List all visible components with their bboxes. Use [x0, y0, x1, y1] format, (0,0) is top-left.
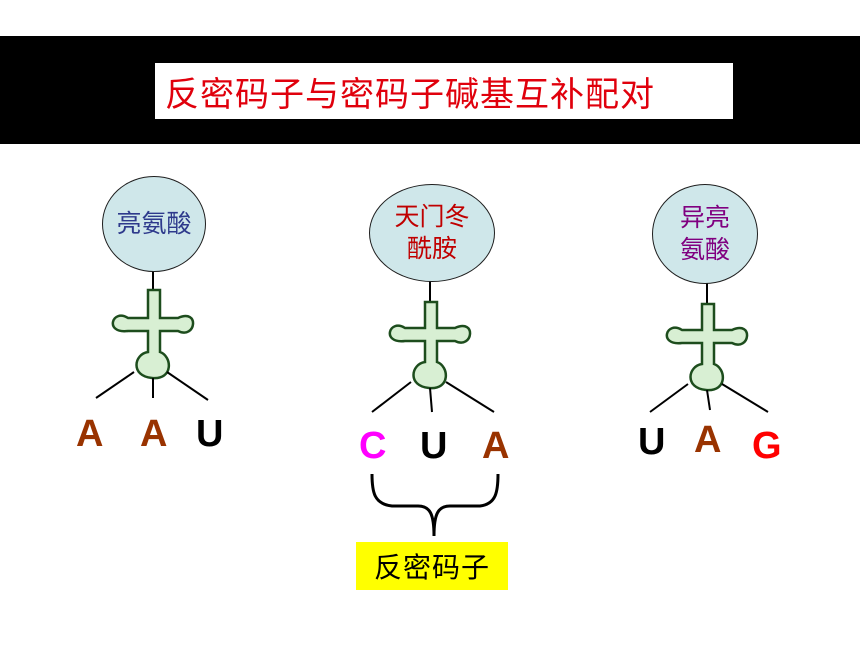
base-3-2: A — [694, 419, 722, 461]
base-1-1: A — [76, 413, 104, 455]
amino-acid-bubble-1: 亮氨酸 — [102, 176, 206, 272]
amino-acid-label-2a: 天门冬 — [394, 202, 470, 231]
base-1-3: U — [196, 413, 224, 455]
amino-acid-bubble-2: 天门冬 酰胺 — [369, 184, 495, 282]
amino-acid-bubble-3: 异亮 氨酸 — [652, 184, 758, 284]
amino-acid-label-1: 亮氨酸 — [116, 209, 192, 238]
base-2-2: U — [420, 425, 448, 467]
trna-3-body — [665, 302, 749, 392]
amino-acid-label-3a: 异亮 — [679, 203, 730, 232]
page-title: 反密码子与密码子碱基互补配对 — [165, 74, 655, 115]
base-1-2: A — [140, 413, 168, 455]
trna-1-body — [111, 288, 195, 380]
trna-2-body — [388, 300, 472, 390]
trna-2 — [371, 280, 495, 413]
trna-3 — [649, 282, 769, 413]
amino-acid-label-2b: 酰胺 — [406, 234, 457, 263]
anticodon-brace — [370, 473, 500, 537]
title-box: 反密码子与密码子碱基互补配对 — [155, 63, 733, 119]
anticodon-label-box: 反密码子 — [356, 542, 508, 590]
anticodon-label: 反密码子 — [373, 551, 490, 584]
base-2-3: A — [482, 425, 510, 467]
base-3-3: G — [752, 425, 782, 467]
base-2-1: C — [359, 425, 387, 467]
trna-1 — [95, 270, 209, 401]
base-3-1: U — [638, 421, 666, 463]
amino-acid-label-3b: 氨酸 — [679, 235, 730, 264]
